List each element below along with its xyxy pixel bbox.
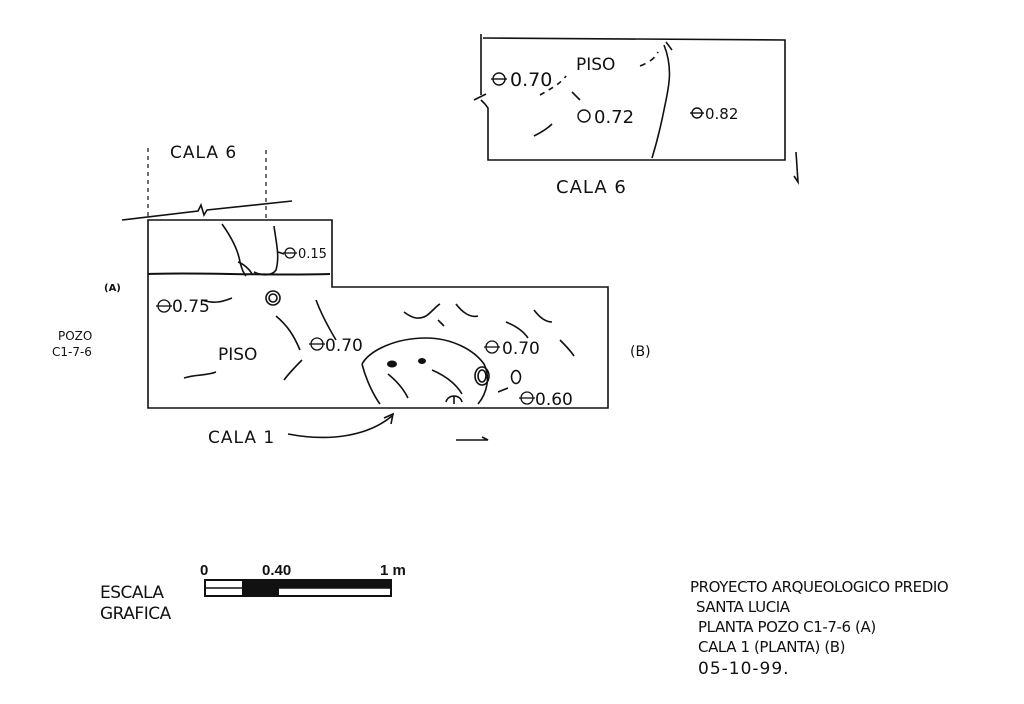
level-marker-icon (577, 109, 591, 123)
upper-plan-levels: 0.70 PISO 0.72 0.82 CALA 6 (491, 55, 738, 198)
floor-crack-2 (275, 315, 301, 351)
scale-bar-segment-dark-bottom (242, 588, 279, 595)
scale-bar-segment-dark-top (242, 581, 279, 588)
direction-arrow (456, 436, 489, 441)
pit-crack-1 (221, 223, 247, 277)
scale-tick-040: 0.40 (262, 562, 291, 579)
cala1-label: CALA 1 (208, 428, 275, 448)
upper-crack-6 (571, 91, 581, 101)
floor-crack-9 (505, 321, 529, 339)
marker-b: (B) (630, 344, 651, 360)
section-break-line (121, 200, 293, 221)
level-upper-3: 0.82 (705, 105, 738, 123)
lower-plan (121, 148, 609, 441)
scale-bar: 0 0.40 1 m (200, 562, 406, 597)
floor-crack-7 (437, 319, 445, 327)
scale-title-line2: GRAFICA (100, 604, 171, 624)
upper-plan-cala6 (473, 34, 799, 185)
cala1-feature-line-1 (387, 373, 409, 399)
floor-crack-8 (455, 303, 479, 318)
pit-boundary-line (147, 272, 331, 276)
upper-crack-4 (539, 75, 567, 96)
posthole-ring (474, 366, 490, 386)
posthole-ring-inner (477, 369, 487, 383)
floor-crack-5 (283, 359, 303, 381)
title-line-project: PROYECTO ARQUEOLOGICO PREDIO (690, 578, 949, 596)
level-pit-1: 0.15 (298, 247, 327, 262)
pozo-label-line2: C1-7-6 (52, 345, 92, 359)
posthole-open (510, 369, 522, 385)
level-upper-2: 0.72 (594, 107, 634, 128)
floor-crack-12 (497, 387, 509, 393)
title-line-cala: CALA 1 (PLANTA) (B) (698, 638, 846, 656)
cala6-section-label: CALA 6 (170, 143, 237, 163)
pozo-label-line1: POZO (58, 329, 92, 343)
upper-plan-outline (473, 34, 786, 161)
pit-crack-2 (237, 261, 253, 275)
lower-plan-outline (147, 219, 609, 409)
north-arrow-mark (793, 151, 799, 185)
level-floor-2: 0.70 (325, 336, 363, 356)
level-floor-3: 0.70 (502, 339, 540, 359)
upper-plan-title: CALA 6 (556, 177, 627, 198)
upper-crack-2 (665, 41, 673, 51)
upper-crack-1 (651, 44, 671, 159)
cala1-feature-line-2 (431, 369, 463, 395)
cala1-feature-outline (361, 337, 489, 405)
scale-title-line1: ESCALA (100, 583, 164, 603)
level-floor-1: 0.75 (172, 297, 210, 317)
title-line-site: SANTA LUCIA (696, 598, 790, 616)
floor-crack-11 (559, 339, 575, 357)
upper-crack-5 (533, 123, 553, 137)
cala1-pointer-arrow (287, 415, 393, 439)
posthole-dark-2 (418, 358, 426, 364)
floor-crack-3 (315, 299, 337, 341)
title-line-plan: PLANTA POZO C1-7-6 (A) (698, 618, 876, 636)
floor-crack-4 (183, 371, 217, 379)
level-upper-1: 0.70 (510, 69, 552, 91)
scale-tick-0: 0 (200, 562, 208, 579)
floor-crack-10 (533, 309, 553, 323)
lower-piso-label: PISO (218, 345, 257, 365)
floor-crack-6 (403, 303, 441, 319)
marker-a: (A) (104, 283, 121, 294)
upper-crack-3 (639, 51, 659, 67)
pit-crack-3 (253, 225, 279, 276)
floor-crack-1 (201, 297, 233, 303)
small-feature-mark (445, 395, 463, 404)
level-floor-4: 0.60 (535, 390, 573, 410)
upper-piso-label: PISO (576, 55, 615, 75)
scale-bar-segment-top-right (279, 581, 390, 588)
pit-ring-feature (265, 290, 281, 306)
posthole-dark-1 (387, 360, 397, 368)
scale-tick-1m: 1 m (380, 562, 406, 579)
pit-crack-4 (277, 251, 285, 255)
title-line-date: 05-10-99. (698, 659, 790, 679)
lower-plan-labels: CALA 6 0.15 (A) 0.75 POZO C1-7-6 0.70 PI… (52, 143, 651, 448)
pit-ring-feature-inner (268, 293, 278, 303)
